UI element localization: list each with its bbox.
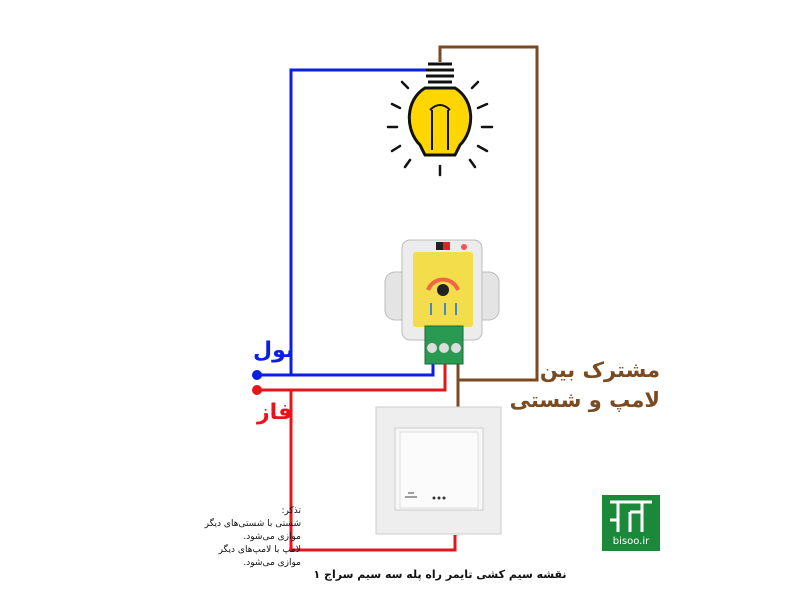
neutral-terminal-dot — [252, 370, 262, 380]
phase-wire — [257, 362, 447, 392]
phase-terminal-dot — [252, 385, 262, 395]
stair-timer-device — [384, 239, 500, 365]
phase-wire-switch — [289, 390, 457, 552]
note-title: تذکر: — [281, 506, 301, 516]
common-label-line2: لامپ و شستی — [509, 388, 660, 412]
bisoo-logo — [602, 495, 660, 551]
phase-label: فاز — [257, 400, 293, 425]
logo-text: bisoo.ir — [612, 536, 650, 547]
common-wire — [438, 45, 539, 382]
note-line: شستی با شستی‌های دیگر موازی می‌شود. — [204, 519, 301, 542]
note-line: لامپ با لامپ‌های دیگر موازی می‌شود. — [218, 545, 301, 568]
diagram-caption: نقشه سیم کشی تایمر راه پله سه سیم سراج ۱ — [313, 568, 567, 581]
push-button-switch — [375, 406, 502, 535]
neutral-wire — [289, 68, 430, 375]
common-label-line1: مشترک بین — [539, 358, 660, 382]
note: تذکر: شستی با شستی‌های دیگر موازی می‌شود… — [196, 505, 301, 570]
lightbulb-icon — [386, 62, 494, 177]
neutral-wire-terminal — [257, 362, 435, 377]
neutral-label: نول — [253, 338, 295, 363]
